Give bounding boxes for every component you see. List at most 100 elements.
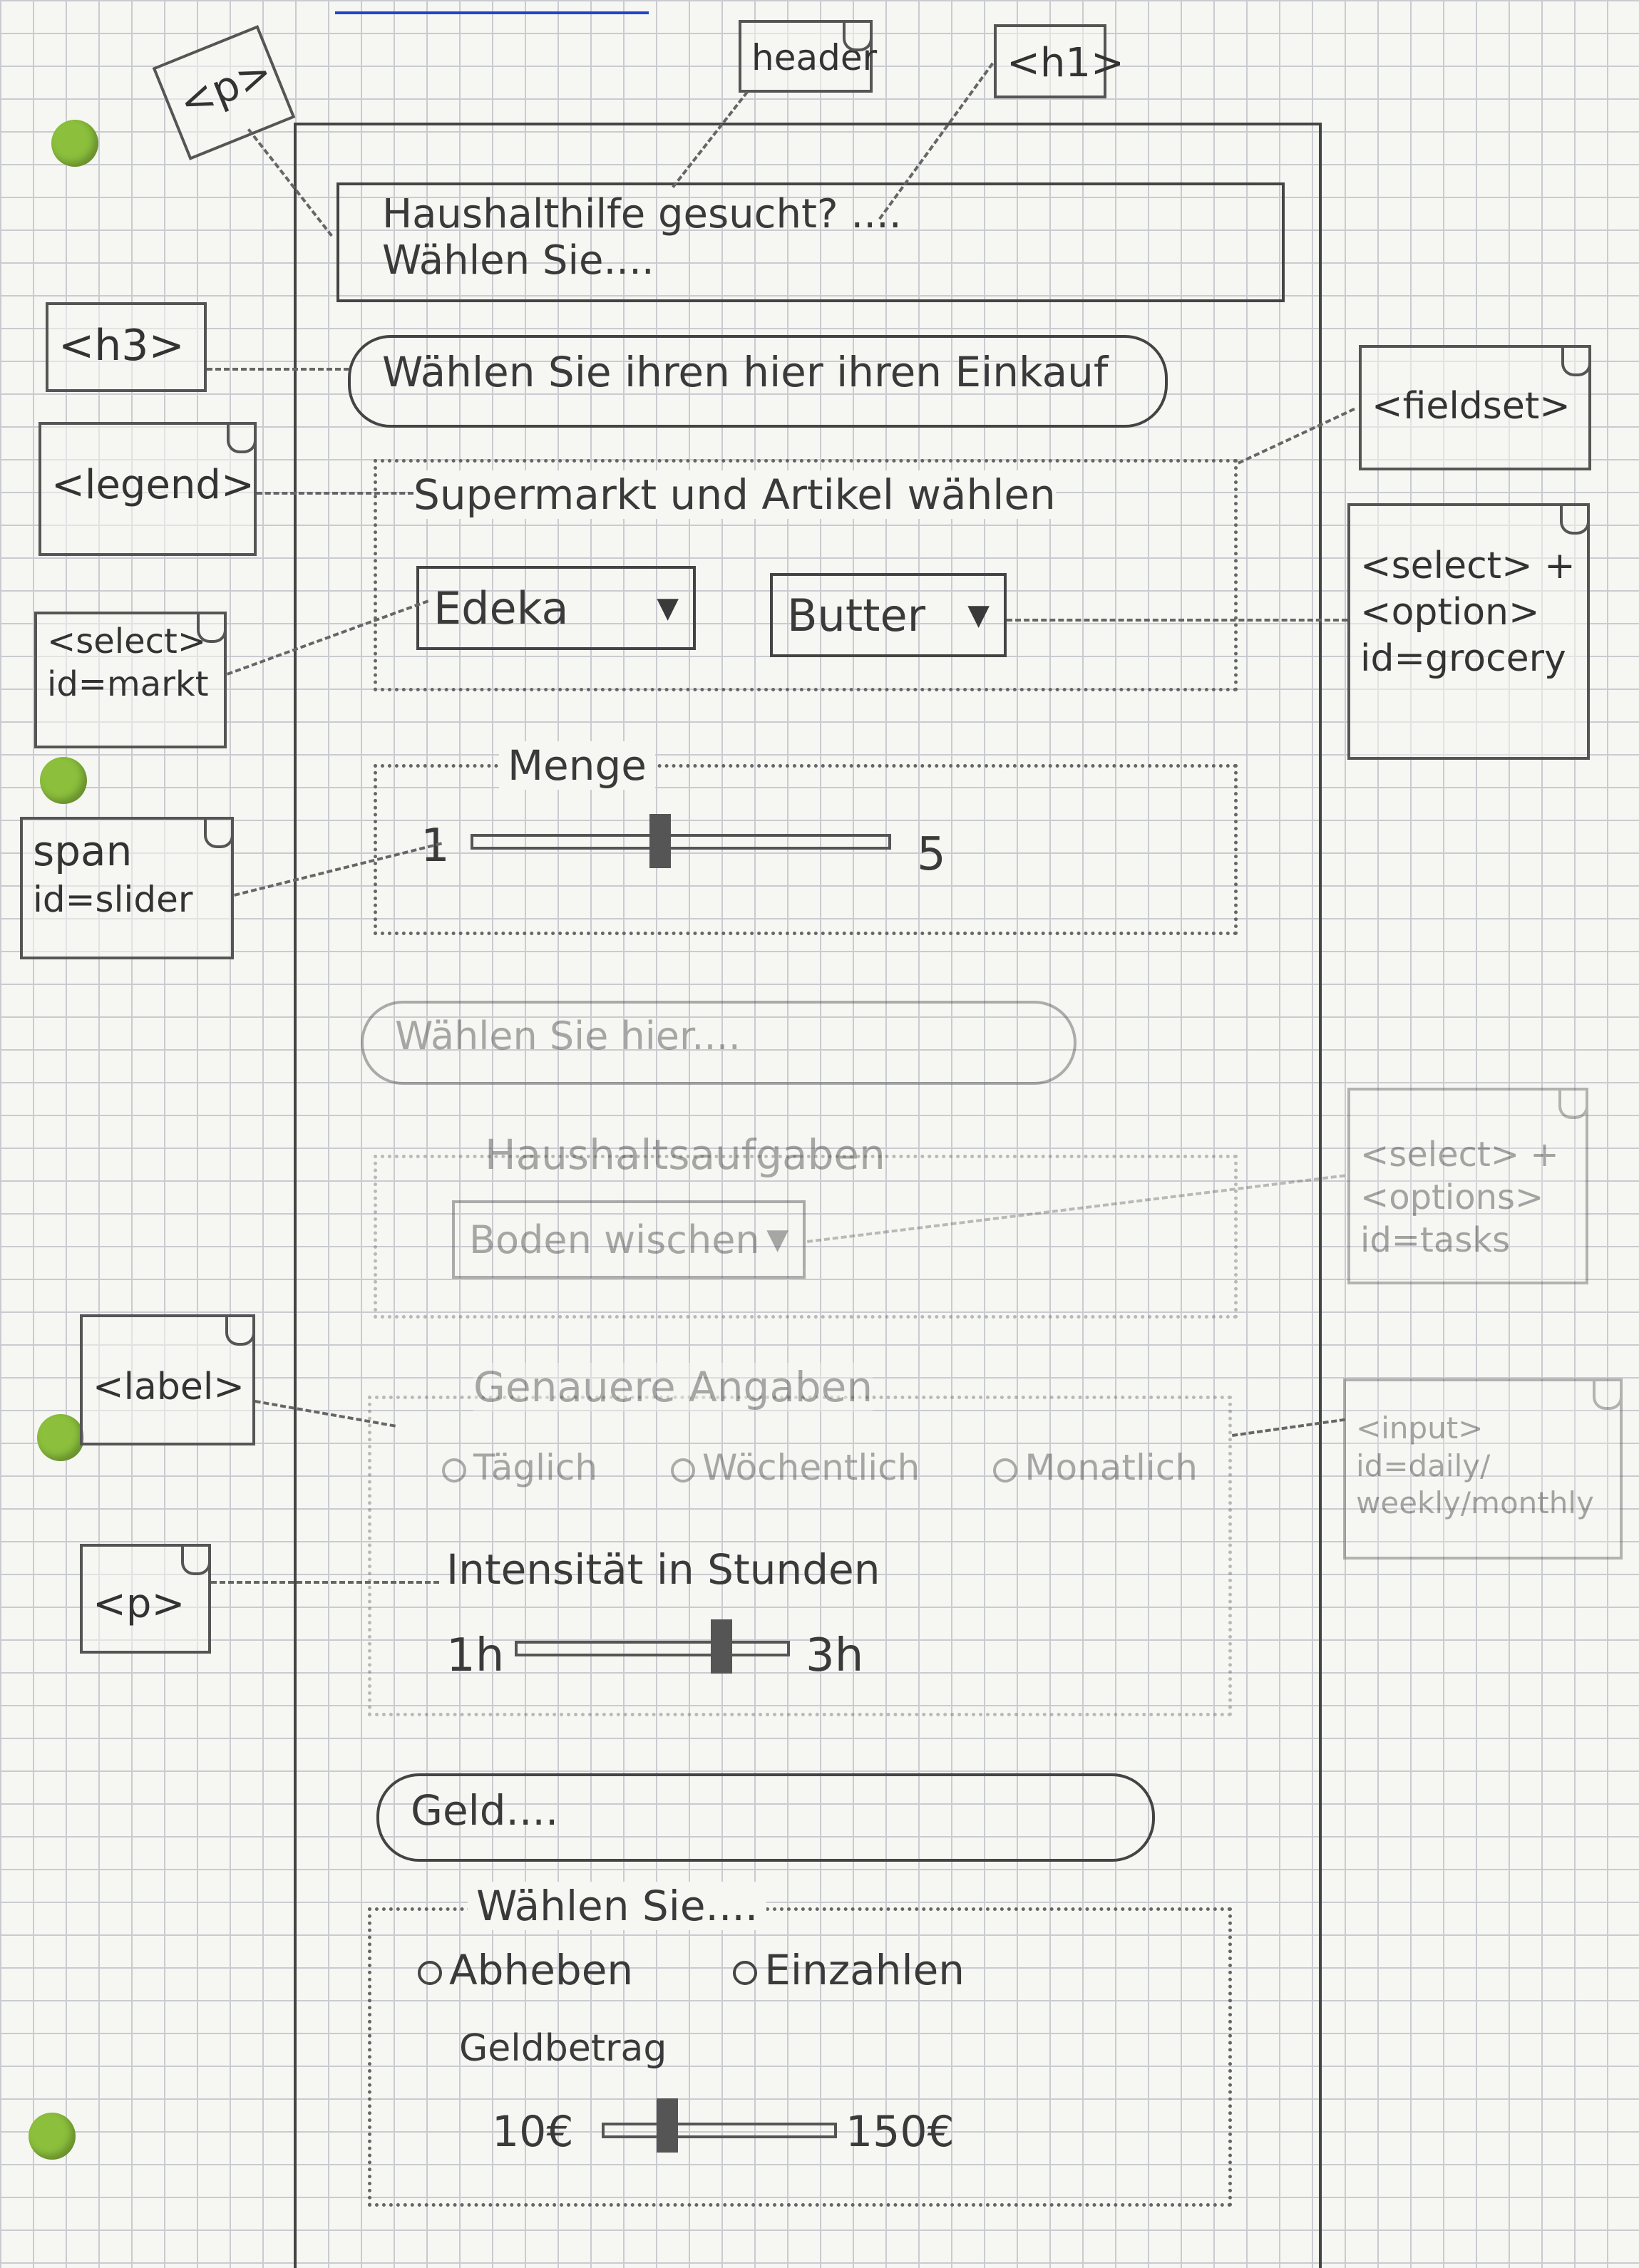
annotation-header-text: header <box>751 37 878 78</box>
einkauf-legend: Supermarkt und Artikel wählen <box>413 470 1056 519</box>
betrag-slider-track[interactable] <box>602 2123 837 2138</box>
chevron-down-icon: ▼ <box>657 592 679 624</box>
connector-legend <box>257 492 413 495</box>
connector-h3 <box>207 368 349 371</box>
note-corner <box>1561 345 1591 376</box>
genauere-fieldset <box>368 1396 1232 1716</box>
note-corner <box>204 817 234 848</box>
radio-daily[interactable]: Täglich <box>442 1447 597 1488</box>
geld-legend: Wählen Sie.... <box>468 1882 767 1930</box>
radio-monthly[interactable]: Monatlich <box>993 1447 1198 1488</box>
phone-frame <box>294 123 1322 2268</box>
binder-hole-2 <box>40 757 87 804</box>
note-corner <box>1593 1378 1623 1410</box>
markt-select-value: Edeka <box>433 582 569 634</box>
annotation-label: <label> <box>80 1314 255 1445</box>
geld-fieldset <box>368 1907 1232 2207</box>
frequency-radio-group: Täglich Wöchentlich Monatlich <box>442 1447 1198 1488</box>
hours-max-label: 3h <box>806 1629 864 1682</box>
note-corner <box>1560 503 1590 535</box>
annotation-input: <input> id=daily/ weekly/monthly <box>1343 1378 1623 1560</box>
radio-weekly[interactable]: Wöchentlich <box>671 1447 920 1488</box>
annotation-p-bottom: <p> <box>80 1544 211 1654</box>
menge-slider-thumb[interactable] <box>649 814 671 868</box>
note-corner <box>843 20 873 51</box>
radio-abheben[interactable]: Abheben <box>418 1946 633 1994</box>
tasks-select[interactable]: Boden wischen ▼ <box>452 1200 806 1279</box>
note-corner <box>197 612 227 643</box>
geldbetrag-label: Geldbetrag <box>459 2027 667 2070</box>
annotation-span-slider: span id=slider <box>20 817 234 959</box>
annotation-select-tasks-line1: <select> + <box>1360 1135 1559 1175</box>
annotation-legend-text: <legend> <box>51 462 255 508</box>
note-corner <box>1558 1088 1588 1119</box>
page-top-decoration <box>335 0 649 14</box>
menge-fieldset <box>374 764 1238 935</box>
annotation-select-grocery-line3: id=grocery <box>1360 637 1566 680</box>
annotation-select-markt-line1: <select> <box>47 622 207 661</box>
einkauf-heading: Wählen Sie ihren hier ihren Einkauf <box>348 335 1168 428</box>
annotation-input-line2: id=daily/ <box>1356 1448 1491 1483</box>
binder-hole-1 <box>51 120 98 167</box>
grocery-select-value: Butter <box>787 589 926 641</box>
annotation-span-slider-line2: id=slider <box>33 878 193 920</box>
header-paragraph: Wählen Sie.... <box>382 237 654 284</box>
haushalt-fieldset <box>374 1155 1238 1319</box>
radio-weekly-label: Wöchentlich <box>702 1447 920 1488</box>
annotation-p-bottom-text: <p> <box>93 1581 185 1627</box>
annotation-h1: <h1> <box>994 24 1124 98</box>
chevron-down-icon: ▼ <box>967 599 990 632</box>
radio-daily-label: Täglich <box>473 1447 598 1488</box>
haushalt-legend: Haushaltsaufgaben <box>485 1130 885 1179</box>
annotation-select-tasks-line3: id=tasks <box>1360 1220 1511 1260</box>
menge-max-label: 5 <box>917 828 946 881</box>
annotation-select-tasks: <select> + <options> id=tasks <box>1347 1088 1588 1284</box>
menge-min-label: 1 <box>421 820 450 872</box>
annotation-input-line3: weekly/monthly <box>1356 1485 1594 1520</box>
annotation-input-line1: <input> <box>1356 1411 1484 1445</box>
annotation-p-top-text: <p> <box>172 46 279 128</box>
binder-hole-4 <box>29 2113 76 2160</box>
radio-circle <box>733 1960 758 1985</box>
annotation-select-grocery-line2: <option> <box>1360 591 1540 634</box>
genauere-legend: Genauere Angaben <box>473 1363 873 1411</box>
radio-circle <box>993 1458 1018 1483</box>
annotation-fieldset-text: <fieldset> <box>1372 385 1571 428</box>
annotation-label-text: <label> <box>93 1366 245 1408</box>
hours-min-label: 1h <box>446 1629 505 1682</box>
markt-select[interactable]: Edeka ▼ <box>416 566 696 650</box>
radio-einzahlen[interactable]: Einzahlen <box>733 1946 965 1994</box>
annotation-select-markt: <select> id=markt <box>34 612 227 748</box>
annotation-fieldset: <fieldset> <box>1359 345 1591 470</box>
annotation-h1-text: <h1> <box>1007 40 1124 86</box>
chevron-down-icon: ▼ <box>766 1223 788 1256</box>
note-corner <box>227 422 257 453</box>
hours-slider-track[interactable] <box>515 1641 790 1656</box>
connector-select-grocery <box>1007 619 1347 622</box>
binder-hole-3 <box>37 1414 84 1461</box>
einkauf-fieldset <box>374 459 1238 691</box>
annotation-select-grocery: <select> + <option> id=grocery <box>1347 503 1590 760</box>
hours-slider-thumb[interactable] <box>710 1619 732 1674</box>
intensitaet-label: Intensität in Stunden <box>446 1545 880 1594</box>
header-h1: Haushalthilfe gesucht? .... <box>382 191 902 237</box>
annotation-select-tasks-line2: <options> <box>1360 1177 1544 1217</box>
menge-slider-track[interactable] <box>471 834 891 850</box>
annotation-span-slider-line1: span <box>33 827 133 875</box>
menge-legend: Menge <box>499 741 655 790</box>
annotation-h3: <h3> <box>46 302 207 392</box>
annotation-legend: <legend> <box>38 422 257 556</box>
note-corner <box>225 1314 255 1346</box>
annotation-h3-text: <h3> <box>58 321 185 371</box>
betrag-slider-thumb[interactable] <box>657 2098 679 2153</box>
radio-circle <box>418 1960 442 1985</box>
radio-einzahlen-label: Einzahlen <box>764 1946 965 1994</box>
tasks-select-value: Boden wischen <box>469 1217 760 1262</box>
grocery-select[interactable]: Butter ▼ <box>770 573 1007 657</box>
connector-p-bottom <box>211 1581 439 1584</box>
annotation-select-markt-line2: id=markt <box>47 664 209 704</box>
annotation-select-grocery-line1: <select> + <box>1360 545 1576 587</box>
radio-circle <box>671 1458 696 1483</box>
radio-monthly-label: Monatlich <box>1024 1447 1198 1488</box>
note-corner <box>181 1544 211 1575</box>
